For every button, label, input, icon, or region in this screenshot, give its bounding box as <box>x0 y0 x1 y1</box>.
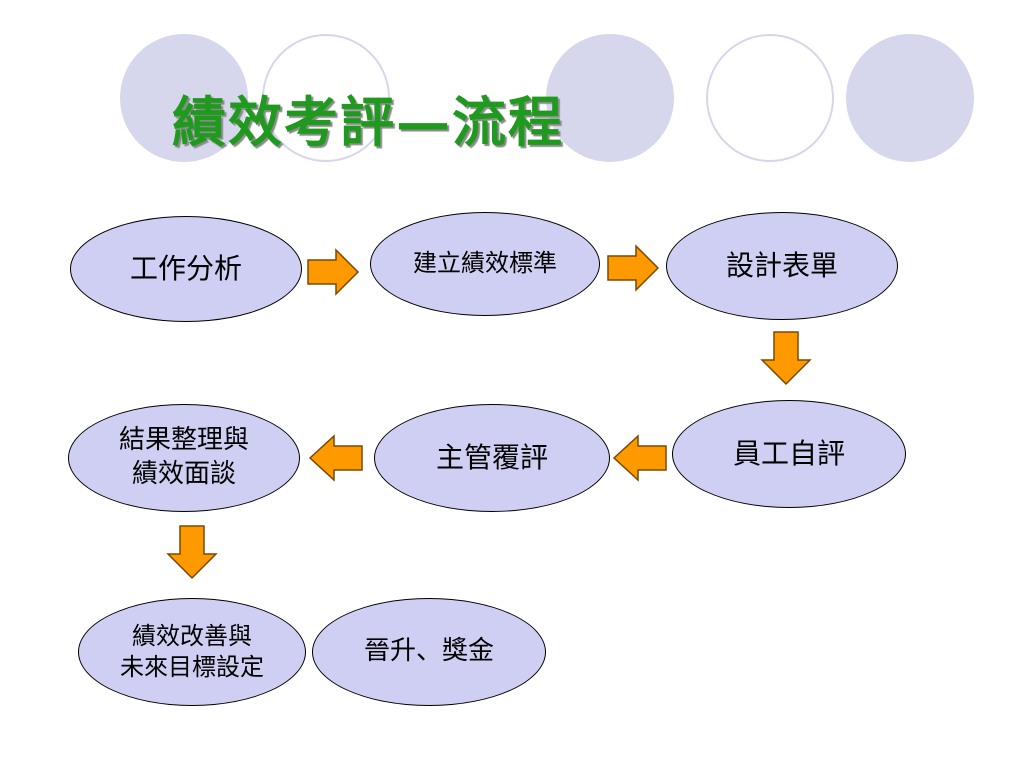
step-improve-line1: 績效改善與 <box>132 621 252 650</box>
step-improvement-goals: 績效改善與 未來目標設定 <box>78 598 306 706</box>
step-results-interview: 結果整理與 績效面談 <box>68 404 300 512</box>
decor-circle-3 <box>846 34 974 162</box>
arrow-right-icon <box>307 248 360 296</box>
decor-ring-2 <box>706 34 834 162</box>
step-design-forms: 設計表單 <box>666 212 898 320</box>
step-self-review: 員工自評 <box>672 400 906 508</box>
step-job-analysis: 工作分析 <box>70 216 302 322</box>
arrow-down-icon <box>166 525 218 580</box>
decor-ring-1 <box>262 34 390 162</box>
arrow-down-icon <box>760 331 812 386</box>
step-design-forms-label: 設計表單 <box>725 248 838 282</box>
step-improve-line2: 未來目標設定 <box>120 653 264 681</box>
decor-circle-1 <box>120 34 248 162</box>
step-manager-review: 主管覆評 <box>374 404 610 512</box>
step-manager-review-label: 主管覆評 <box>435 440 548 474</box>
arrow-right-icon <box>607 244 660 292</box>
arrow-left-icon <box>308 434 363 482</box>
step-promotion-bonus: 晉升、獎金 <box>312 598 546 706</box>
step-results-line2: 績效面談 <box>131 459 236 489</box>
step-job-analysis-label: 工作分析 <box>129 251 242 285</box>
decor-circle-2 <box>546 34 674 162</box>
step-set-standards-label: 建立績效標準 <box>413 249 557 278</box>
step-set-standards: 建立績效標準 <box>370 212 600 316</box>
arrow-left-icon <box>612 434 667 482</box>
step-results-line1: 結果整理與 <box>118 425 249 456</box>
page-title: 績效考評—流程 <box>172 90 564 154</box>
step-promotion-label: 晉升、獎金 <box>363 636 494 667</box>
step-self-review-label: 員工自評 <box>732 436 845 470</box>
